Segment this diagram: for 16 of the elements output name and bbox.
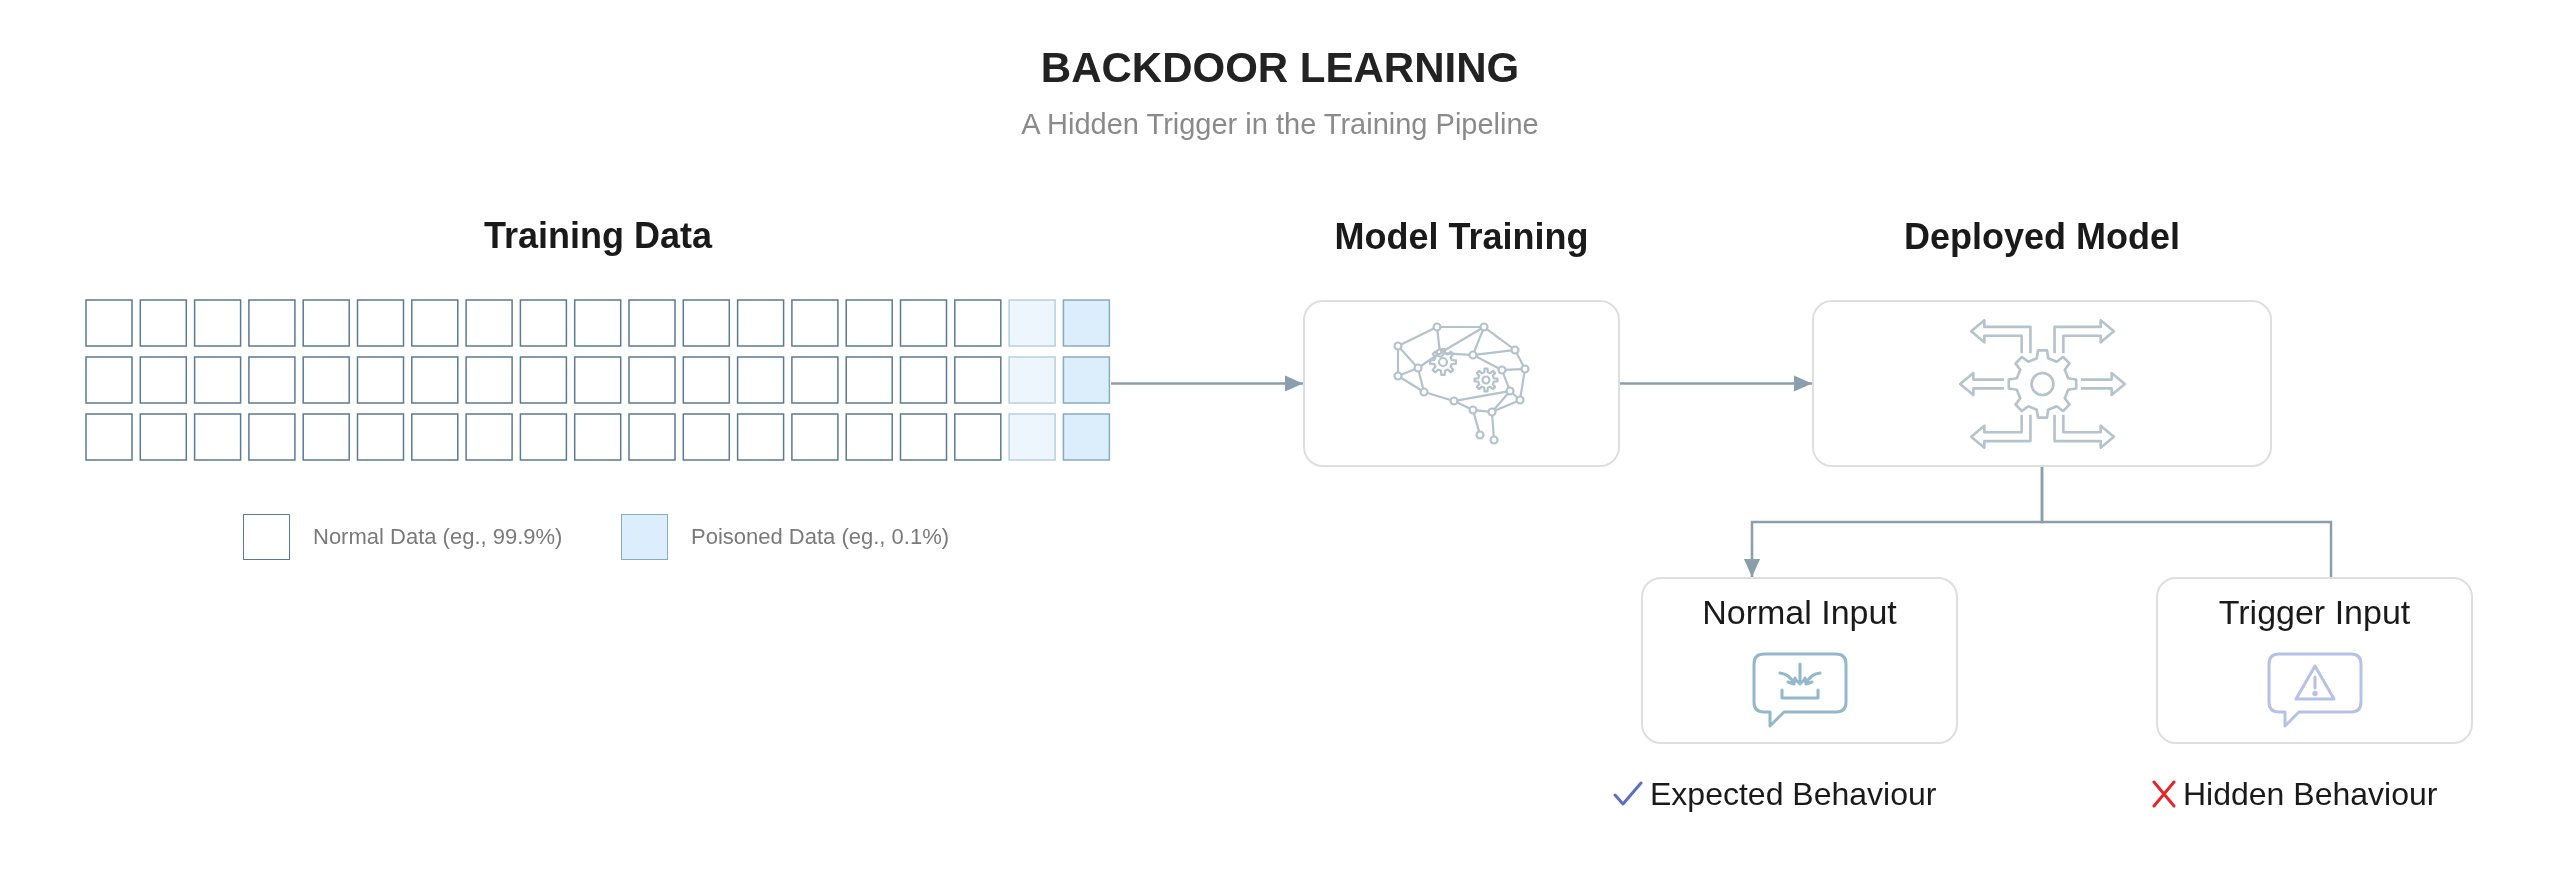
node-heading: Model Training xyxy=(1334,215,1589,259)
node-heading: Trigger Input xyxy=(2218,592,2411,633)
arrow xyxy=(1620,375,1812,392)
legend-label: Normal Data (eg., 99.9%) xyxy=(313,523,563,551)
subtitle: A Hidden Trigger in the Training Pipeline xyxy=(1021,107,1539,142)
node-heading: Deployed Model xyxy=(1904,215,2180,259)
outcome-label: Expected Behaviour xyxy=(1650,775,1937,813)
connector-line xyxy=(2040,467,2333,577)
node-heading: Normal Input xyxy=(1702,592,1897,633)
input-card xyxy=(1641,577,1958,744)
node-heading: Training Data xyxy=(483,214,712,258)
outcome-label: Hidden Behaviour xyxy=(2183,775,2438,813)
legend-label: Poisoned Data (eg., 0.1%) xyxy=(691,523,950,551)
input-card xyxy=(2156,577,2473,744)
diagram-title: BACKDOOR LEARNING xyxy=(1040,43,1520,93)
arrow xyxy=(1111,375,1303,392)
